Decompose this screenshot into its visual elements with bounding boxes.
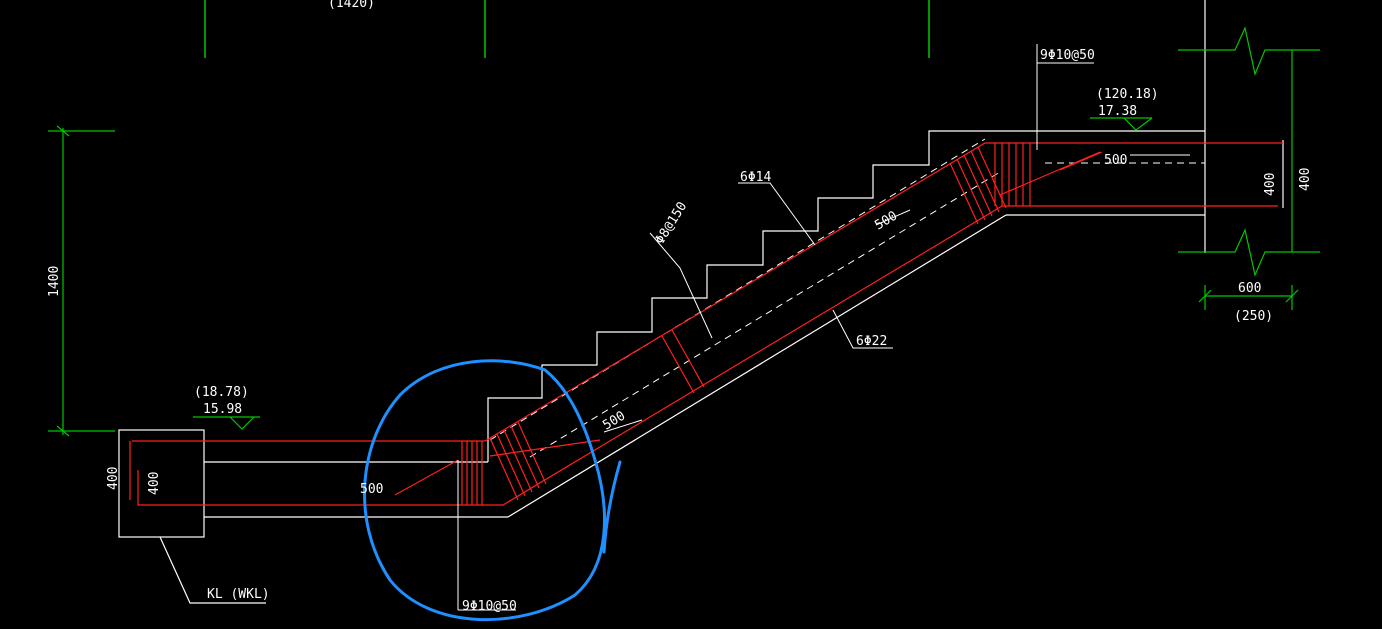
beam-outer-depth: 400 (106, 467, 121, 490)
bottom-stirrup-label: 9Φ10@50 (462, 599, 517, 614)
low-left-anchor-length: 500 (360, 482, 383, 497)
left-height-dimension (48, 125, 115, 437)
right-inner-depth: 400 (1263, 173, 1278, 196)
annotation-leaders (457, 44, 1190, 611)
beam-inner-depth: 400 (147, 472, 162, 495)
right-width: 600 (1238, 281, 1261, 296)
elevation-markers (193, 117, 1153, 430)
top-reference-lines (204, 0, 930, 58)
markup-circle (363, 359, 622, 622)
beam-label: KL (WKL) (207, 587, 270, 602)
right-dimensions (1178, 26, 1320, 310)
right-outer-depth: 400 (1298, 168, 1313, 191)
dashed-reference-lines (489, 138, 1205, 458)
mid-anchor-length: 500 (872, 208, 900, 233)
bottom-elevation: 15.98 (203, 402, 242, 417)
left-height-label: 1400 (47, 266, 62, 297)
bottom-elevation-paren: (18.78) (194, 385, 249, 400)
top-anchor-length: 500 (1104, 153, 1127, 168)
top-stirrup-label: 9Φ10@50 (1040, 48, 1095, 63)
distribution-bars-label: Φ8@150 (653, 199, 691, 247)
bottom-bars-label: 6Φ22 (856, 334, 887, 349)
concrete-outline (118, 0, 1284, 604)
top-partial-label: (1420) (328, 0, 375, 11)
top-elevation-paren: (120.18) (1096, 87, 1159, 102)
top-elevation: 17.38 (1098, 104, 1137, 119)
rebar-lines (129, 142, 1283, 506)
top-bars-label: 6Φ14 (740, 170, 771, 185)
right-width-paren: (250) (1234, 309, 1273, 324)
